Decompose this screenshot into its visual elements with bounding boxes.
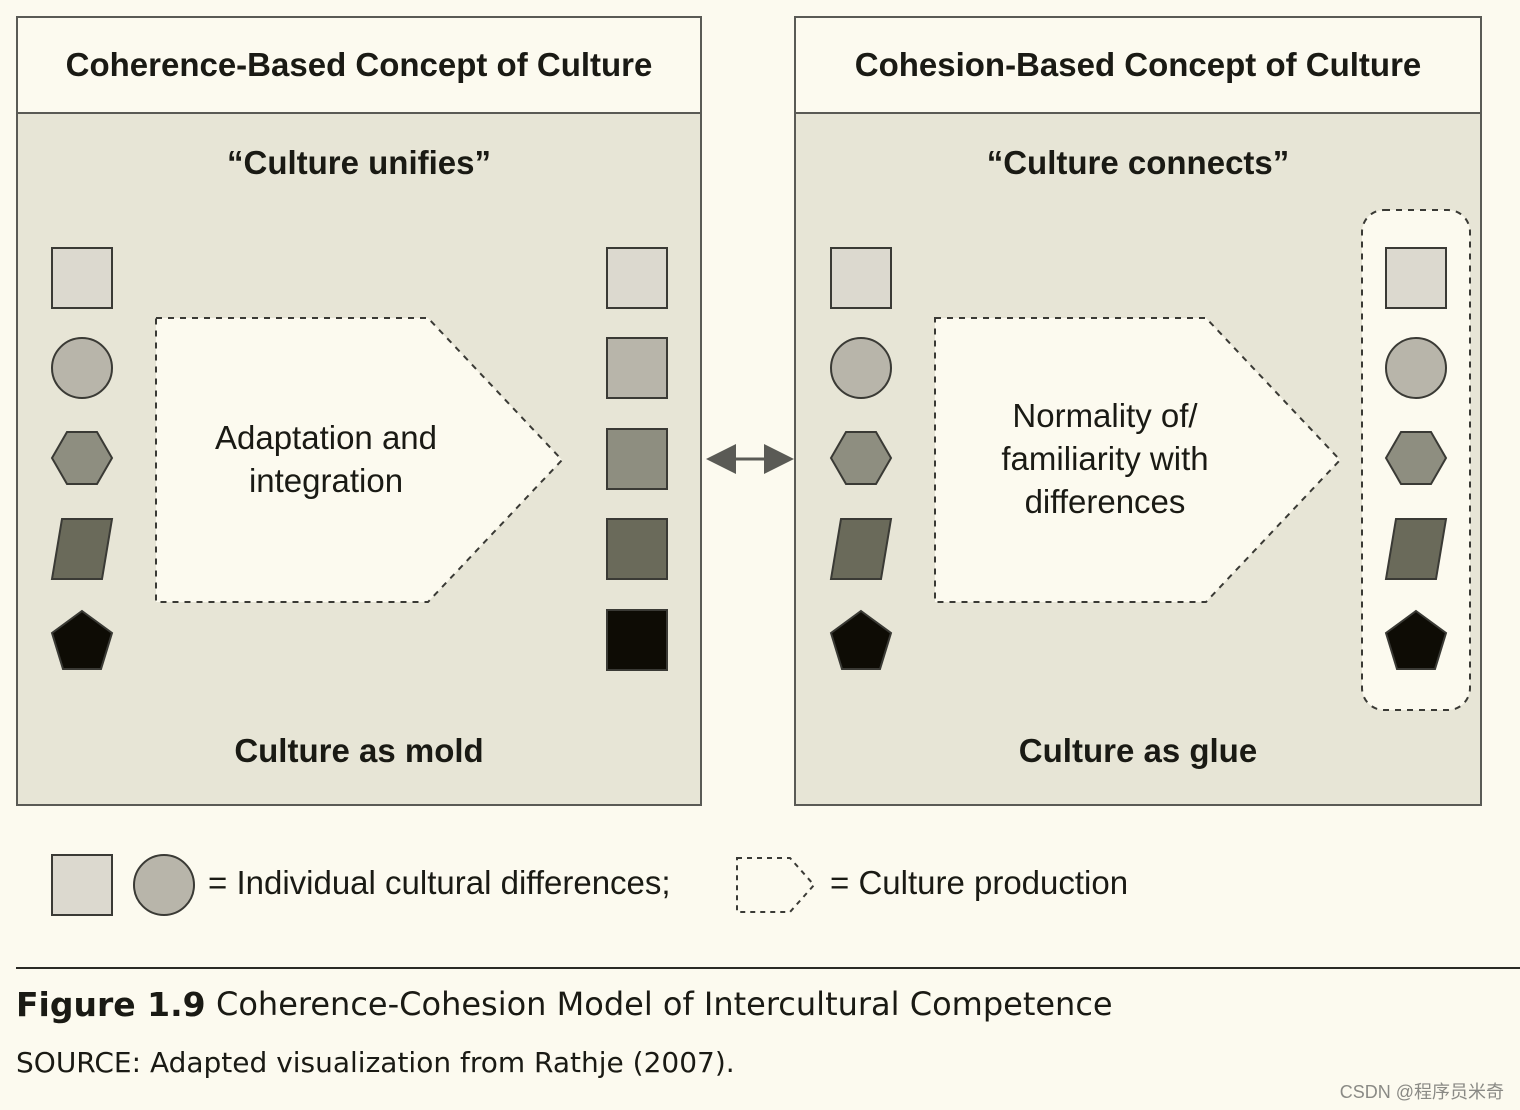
right-output-pentagon (1384, 609, 1448, 670)
legend-production-text: = Culture production (830, 864, 1129, 901)
caption-divider (16, 967, 1520, 969)
right-production-arrow (934, 317, 1342, 603)
left-input-parallelogram (50, 518, 114, 580)
right-output-hexagon (1384, 431, 1448, 485)
right-input-circle (830, 337, 892, 399)
left-output-square-4 (606, 518, 668, 580)
coherence-quote: “Culture unifies” (226, 144, 492, 181)
right-output-circle (1385, 337, 1447, 399)
figure-label: Figure 1.9 (16, 985, 206, 1024)
coherence-panel: Coherence-Based Concept of Culture “Cult… (16, 16, 702, 806)
coherence-caption: Culture as mold (234, 732, 484, 769)
legend-circle (133, 854, 195, 916)
left-input-circle (51, 337, 113, 399)
right-output-square (1385, 247, 1447, 309)
left-arrow-line-1: Adaptation and (214, 419, 438, 456)
left-output-square-1 (606, 247, 668, 309)
right-input-hexagon (829, 431, 893, 485)
legend-production-shape (736, 857, 816, 913)
cohesion-quote: “Culture connects” (986, 144, 1290, 181)
figure-source: SOURCE: Adapted visualization from Rathj… (16, 1046, 735, 1079)
cohesion-caption: Culture as glue (1018, 732, 1258, 769)
right-input-pentagon (829, 609, 893, 670)
cohesion-panel-header: Cohesion-Based Concept of Culture (796, 18, 1480, 114)
right-input-square (830, 247, 892, 309)
left-output-square-5 (606, 609, 668, 671)
left-input-square (51, 247, 113, 309)
left-production-arrow (155, 317, 564, 603)
right-arrow-line-2: familiarity with (1001, 440, 1209, 477)
left-output-square-2 (606, 337, 668, 399)
left-input-pentagon (50, 609, 114, 670)
legend-shapes-text: = Individual cultural differences; (208, 864, 671, 901)
right-arrow-line-3: differences (1024, 483, 1186, 520)
left-arrow-line-2: integration (248, 462, 404, 499)
right-arrow-label: Normality of/ familiarity with differenc… (960, 394, 1250, 523)
left-input-hexagon (50, 431, 114, 485)
right-output-parallelogram (1384, 518, 1448, 580)
coherence-panel-header: Coherence-Based Concept of Culture (18, 18, 700, 114)
right-input-parallelogram (829, 518, 893, 580)
left-arrow-label: Adaptation and integration (176, 416, 476, 502)
legend-square (51, 854, 113, 916)
figure-title: Coherence-Cohesion Model of Intercultura… (216, 985, 1113, 1023)
right-arrow-line-1: Normality of/ (1012, 397, 1198, 434)
left-output-square-3 (606, 428, 668, 490)
watermark: CSDN @程序员米奇 (1339, 1082, 1504, 1102)
